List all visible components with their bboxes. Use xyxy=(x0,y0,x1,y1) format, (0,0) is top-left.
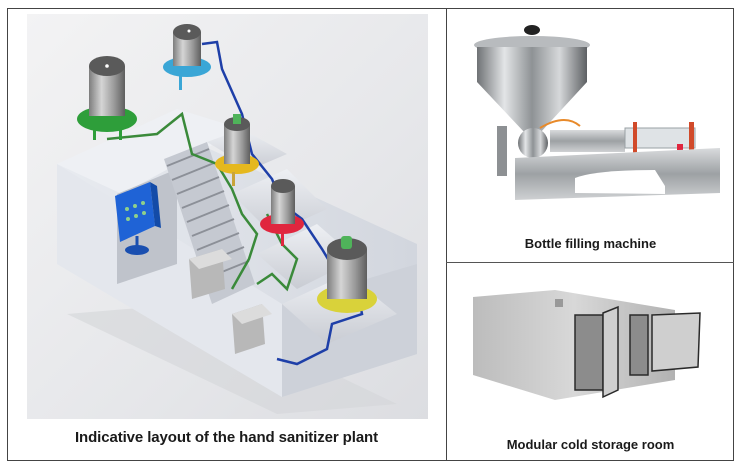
hopper xyxy=(474,25,590,133)
tank-yellow xyxy=(215,114,259,186)
control-panel xyxy=(115,182,161,255)
cold-storage-image xyxy=(470,285,730,415)
filling-machine-image xyxy=(455,18,730,218)
tank-cyan xyxy=(163,24,211,90)
cold-storage-illustration xyxy=(470,285,730,415)
tank-green xyxy=(77,56,137,140)
pipes xyxy=(106,40,364,366)
cold-storage-caption: Modular cold storage room xyxy=(506,437,675,452)
plant-layout-illustration xyxy=(27,14,428,419)
door-right xyxy=(629,312,701,376)
filling-machine-caption: Bottle filling machine xyxy=(524,236,657,251)
filling-machine-illustration xyxy=(455,18,730,218)
stairs xyxy=(164,142,255,304)
tank-red xyxy=(260,179,304,246)
column-divider xyxy=(446,8,447,461)
door-left xyxy=(574,305,619,399)
tank-yellow-large xyxy=(317,236,377,313)
plant-layout-image xyxy=(27,14,428,419)
figure-table-border xyxy=(7,8,734,461)
plant-layout-caption: Indicative layout of the hand sanitizer … xyxy=(74,429,379,446)
concrete-blocks xyxy=(189,249,272,354)
row-divider xyxy=(446,262,734,263)
machine-base xyxy=(515,148,720,200)
